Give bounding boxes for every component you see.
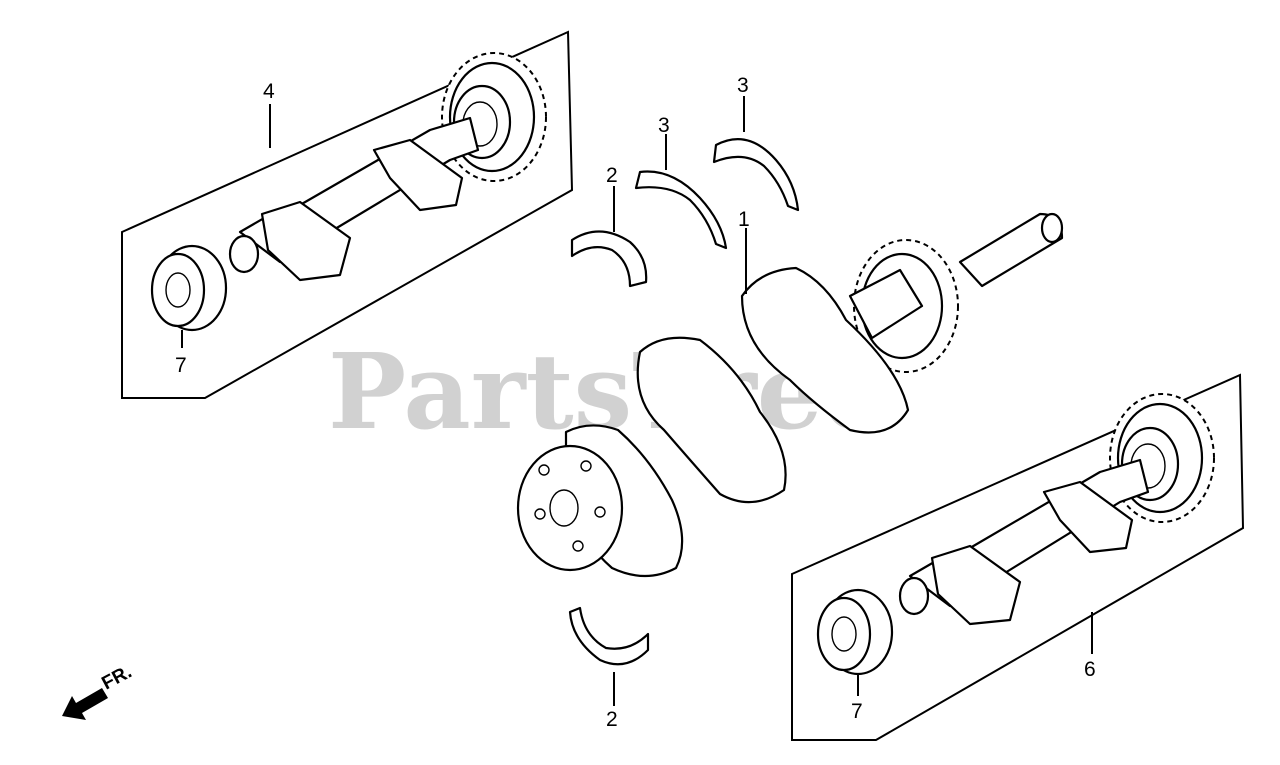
callout-7-upper[interactable]: 7: [175, 354, 187, 377]
ball-bearing-lower: [816, 588, 894, 676]
callout-3-right[interactable]: 3: [737, 74, 749, 97]
balancer-weight-upper-a: [260, 200, 352, 282]
callout-1[interactable]: 1: [738, 208, 750, 231]
main-bearing-lower[interactable]: [568, 606, 650, 706]
balancer-weight-lower-b: [1042, 480, 1134, 554]
crankshaft[interactable]: [516, 212, 1064, 578]
callout-2-lower[interactable]: 2: [606, 708, 618, 731]
ball-bearing-upper: [150, 244, 228, 332]
balancer-upper-assembly[interactable]: [121, 30, 574, 399]
balancer-shaft-end-upper: [228, 234, 260, 274]
balancer-gear-lower: [1109, 393, 1215, 523]
thrust-washer-left[interactable]: [634, 134, 728, 250]
thrust-washer-right[interactable]: [712, 96, 800, 212]
balancer-weight-upper-b: [372, 138, 464, 212]
front-arrow-icon: [62, 688, 108, 720]
main-bearing-upper[interactable]: [570, 186, 648, 288]
crankshaft-flange: [516, 444, 624, 572]
callout-7-lower[interactable]: 7: [851, 700, 863, 723]
crankshaft-web-mid: [636, 336, 787, 504]
callout-4[interactable]: 4: [263, 80, 275, 103]
balancer-shaft-end-lower: [898, 576, 930, 616]
balancer-gear-upper: [441, 52, 547, 182]
balancer-lower-assembly[interactable]: [791, 373, 1245, 741]
callout-6[interactable]: 6: [1084, 658, 1096, 681]
front-direction-label: FR.: [98, 662, 135, 695]
callout-2-upper[interactable]: 2: [606, 164, 618, 187]
crankshaft-web-rear: [740, 266, 910, 434]
callout-3-left[interactable]: 3: [658, 114, 670, 137]
balancer-weight-lower-a: [930, 544, 1022, 626]
